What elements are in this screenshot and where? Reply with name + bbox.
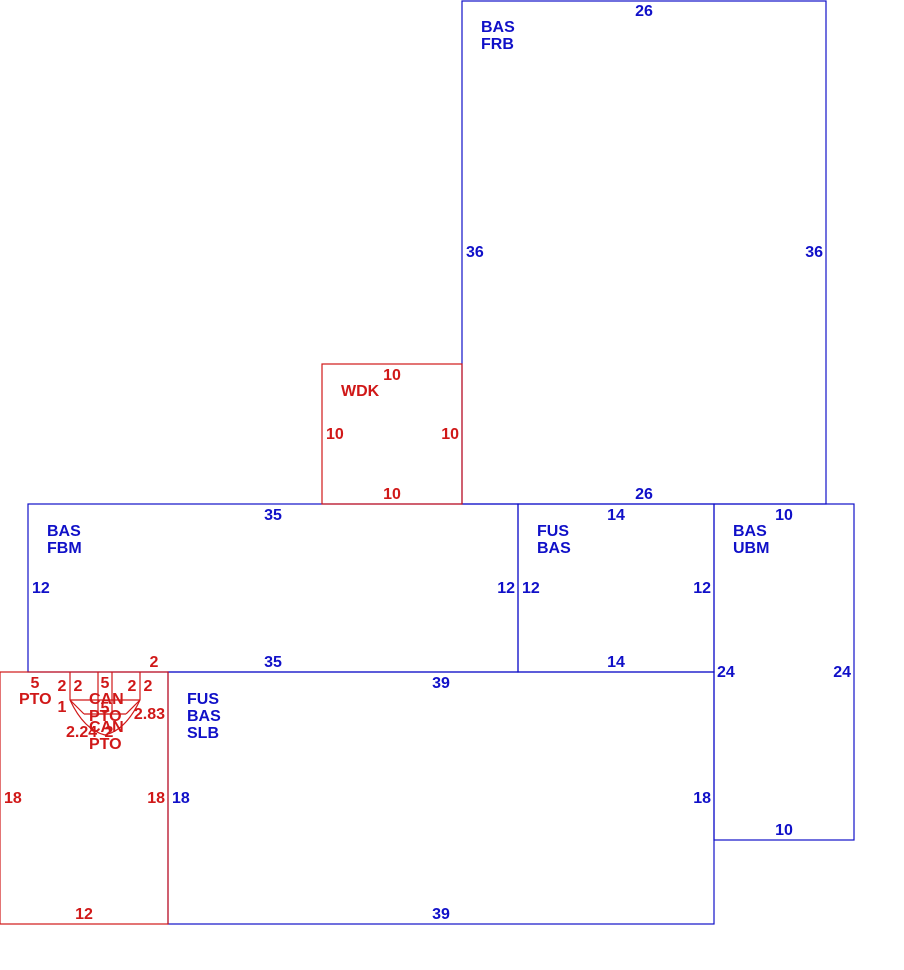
frb-top-dim: 26: [635, 3, 653, 20]
fbm-name-1: BAS: [47, 523, 81, 540]
wdk-top-dim: 10: [383, 367, 401, 384]
porch-detail-lines: [69, 672, 141, 736]
ubm-right-dim: 24: [833, 664, 851, 681]
porch-dim-top-b: 2: [58, 678, 67, 695]
porch-dim-top-a: 5: [31, 675, 40, 692]
pto-bottom-dim: 12: [75, 906, 93, 923]
ubm-name-1: BAS: [733, 523, 767, 540]
fus-bas-right-dim: 12: [693, 580, 711, 597]
fbm-area: [27, 503, 519, 673]
frb-right-dim: 36: [805, 244, 823, 261]
frb-area: [461, 0, 827, 505]
detail-line: [125, 699, 141, 715]
ubm-top-dim: 10: [775, 507, 793, 524]
slb-right-dim: 18: [693, 790, 711, 807]
slb-name-1: FUS: [187, 691, 219, 708]
porch-pto-2: PTO: [89, 736, 122, 753]
pto-left-dim: 18: [4, 790, 22, 807]
slb-name-2: BAS: [187, 708, 221, 725]
porch-dim-mid-5: 5: [101, 700, 110, 717]
wdk-outline: [321, 363, 463, 505]
fus-bas-name-2: BAS: [537, 540, 571, 557]
pto-outline: [0, 671, 169, 925]
slb-area: [167, 671, 715, 925]
wdk-bottom-dim: 10: [383, 486, 401, 503]
porch-dim-diag-a: 2.24: [66, 724, 97, 741]
pto-area: [0, 671, 169, 925]
fus-bas-left-dim: 12: [522, 580, 540, 597]
fbm-bottom-dim: 35: [264, 654, 282, 671]
wdk-right-dim: 10: [441, 426, 459, 443]
slb-outline: [167, 671, 715, 925]
detail-arc: [69, 699, 141, 736]
slb-left-dim: 18: [172, 790, 190, 807]
porch-dim-side-1: 1: [58, 699, 67, 716]
ubm-name-2: UBM: [733, 540, 769, 557]
porch-dim-diag-b: 2.83: [134, 706, 165, 723]
slb-top-dim: 39: [432, 675, 450, 692]
ubm-left-dim: 24: [717, 664, 735, 681]
fus-bas-bottom-dim: 14: [607, 654, 625, 671]
porch-can-2: CAN: [89, 719, 124, 736]
frb-name-1: BAS: [481, 19, 515, 36]
fbm-left-dim: 12: [32, 580, 50, 597]
fbm-name-2: FBM: [47, 540, 82, 557]
porch-dim-top-e: 2: [128, 678, 137, 695]
porch-dim-top-f: 2: [144, 678, 153, 695]
pto-right-dim: 18: [147, 790, 165, 807]
pto-name: PTO: [19, 691, 52, 708]
wdk-name: WDK: [341, 383, 380, 400]
frb-left-dim: 36: [466, 244, 484, 261]
fus-bas-name-1: FUS: [537, 523, 569, 540]
porch-dim-small-2: 2: [105, 724, 114, 741]
fbm-right-dim: 12: [497, 580, 515, 597]
ubm-bottom-dim: 10: [775, 822, 793, 839]
pto-corner-dim: 2: [150, 654, 159, 671]
porch-dim-top-c: 2: [74, 678, 83, 695]
slb-name-3: SLB: [187, 725, 219, 742]
fbm-outline: [27, 503, 519, 673]
frb-outline: [461, 0, 827, 505]
porch-pto-1: PTO: [89, 708, 122, 725]
porch-dim-top-d: 5: [101, 675, 110, 692]
wdk-left-dim: 10: [326, 426, 344, 443]
fus-bas-top-dim: 14: [607, 507, 625, 524]
detail-line: [69, 699, 85, 715]
porch-can-1: CAN: [89, 691, 124, 708]
frb-name-2: FRB: [481, 36, 514, 53]
frb-bottom-dim: 26: [635, 486, 653, 503]
fbm-top-dim: 35: [264, 507, 282, 524]
wdk-area: [321, 363, 463, 505]
slb-bottom-dim: 39: [432, 906, 450, 923]
